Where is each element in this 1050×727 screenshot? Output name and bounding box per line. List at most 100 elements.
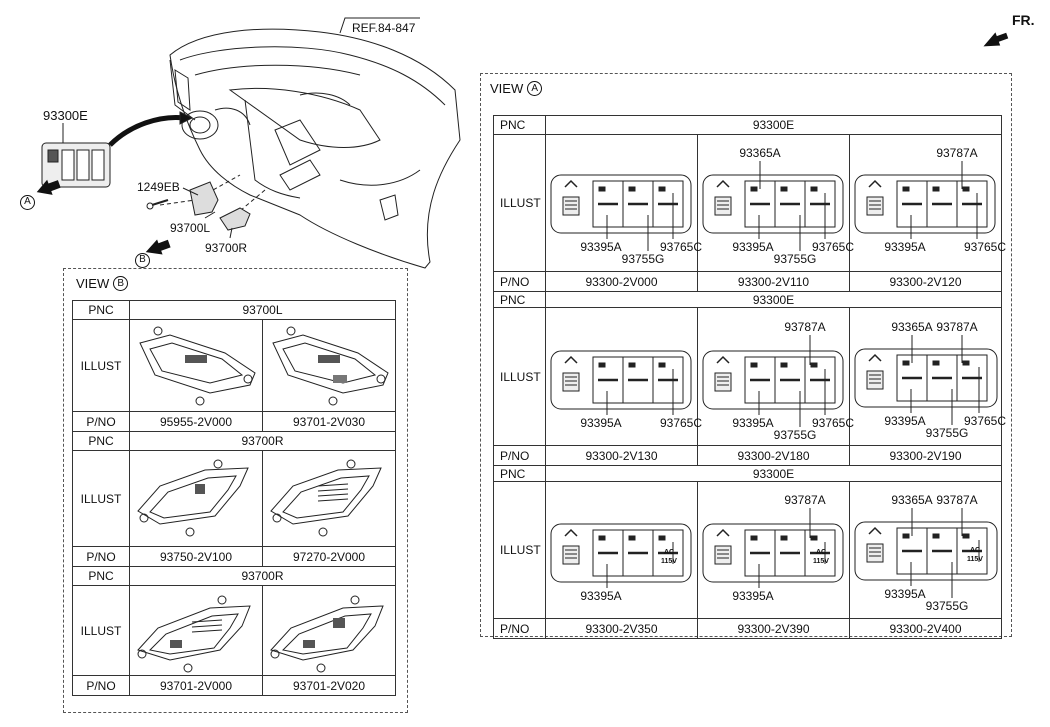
callout-label: 93365A — [739, 146, 780, 160]
illust-cell — [129, 319, 263, 412]
front-arrow-icon — [983, 32, 1009, 47]
callout-label: 93765C — [660, 240, 702, 254]
pnc-value: 93300E — [545, 291, 1002, 308]
pnc-value: 93300E — [545, 115, 1002, 135]
pno-value: 93701-2V030 — [261, 411, 397, 432]
cover-l-label: 93700L — [170, 221, 211, 235]
ac-label: 115V — [661, 558, 677, 565]
callout-label: 93787A — [936, 320, 977, 334]
callout-label: 93755G — [774, 428, 817, 442]
ac-label: AC — [970, 547, 980, 554]
callout-label: 93765C — [812, 240, 854, 254]
pno-value: 95955-2V000 — [129, 411, 263, 432]
pno-value: 93300-2V350 — [545, 618, 698, 639]
front-label: FR. — [1012, 12, 1035, 28]
view-b-box — [63, 268, 408, 713]
callout-label: 93365A — [891, 493, 932, 507]
dashboard-drawing — [36, 17, 461, 269]
switch-panel-illustration: AC 115V 93395A — [550, 523, 692, 603]
callout-label: 93787A — [784, 320, 825, 334]
callout-label: 93765C — [964, 414, 1006, 428]
illust-header: ILLUST — [72, 450, 130, 547]
illust-row: ILLUST — [72, 450, 397, 547]
pnc-value: 93700R — [128, 566, 397, 586]
pno-value: 93300-2V130 — [545, 445, 698, 466]
illust-header: ILLUST — [493, 134, 546, 272]
view-a-marker: A — [20, 191, 35, 210]
ac-label: AC — [664, 549, 674, 556]
pno-value: 93300-2V120 — [849, 271, 1002, 292]
pno-value: 93300-2V390 — [697, 618, 850, 639]
illust-row: ILLUST AC 115V 93395A AC 115V 93787A 93395A AC 11… — [493, 481, 1002, 619]
pnc-value: 93700R — [128, 431, 397, 451]
illust-cell — [261, 319, 397, 412]
pno-value: 93300-2V180 — [697, 445, 850, 466]
callout-label: 93765C — [660, 416, 702, 430]
callout-label: 93365A — [891, 320, 932, 334]
illust-header: ILLUST — [72, 585, 130, 676]
illust-header: ILLUST — [493, 481, 546, 619]
pno-value: 93701-2V000 — [129, 675, 263, 696]
pno-header: P/NO — [72, 411, 130, 432]
callout-label: 93765C — [812, 416, 854, 430]
illust-cell — [261, 450, 397, 547]
view-b-title: VIEW B — [76, 276, 129, 291]
pno-header: P/NO — [493, 445, 546, 466]
ac-label: AC — [816, 549, 826, 556]
illust-cell: AC 115V 93395A — [545, 481, 698, 619]
pnc-value: 93700L — [128, 300, 397, 320]
callout-label: 93395A — [732, 240, 773, 254]
pno-header: P/NO — [493, 271, 546, 292]
pno-value: 93701-2V020 — [261, 675, 397, 696]
callout-label: 93755G — [926, 599, 969, 613]
cover-illustration — [272, 326, 389, 405]
callout-label: 93395A — [580, 240, 621, 254]
pno-header: P/NO — [493, 618, 546, 639]
ref-label: REF.84-847 — [352, 21, 416, 35]
callout-label: 93395A — [884, 240, 925, 254]
callout-label: 93395A — [884, 587, 925, 601]
callout-label: 93395A — [580, 589, 621, 603]
cover-illustration — [139, 326, 256, 405]
view-a-title: VIEW A — [490, 81, 543, 96]
illust-cell — [261, 585, 397, 676]
switch-assy-label: 93300E — [43, 108, 88, 123]
pno-header: P/NO — [72, 675, 130, 696]
ac-label: 115V — [813, 558, 829, 565]
pno-value: 97270-2V000 — [261, 546, 397, 567]
pnc-header: PNC — [493, 115, 546, 135]
pno-value: 93300-2V190 — [849, 445, 1002, 466]
pno-value: 93750-2V100 — [129, 546, 263, 567]
callout-label: 93395A — [732, 589, 773, 603]
illust-row: ILLUST — [72, 319, 397, 412]
callout-label: 93755G — [622, 252, 665, 266]
view-b-marker: B — [135, 249, 150, 268]
cover-r-label: 93700R — [205, 241, 248, 255]
ac-label: 115V — [967, 556, 983, 563]
callout-label: 93787A — [936, 493, 977, 507]
pno-value: 93300-2V110 — [697, 271, 850, 292]
callout-label: 93765C — [964, 240, 1006, 254]
